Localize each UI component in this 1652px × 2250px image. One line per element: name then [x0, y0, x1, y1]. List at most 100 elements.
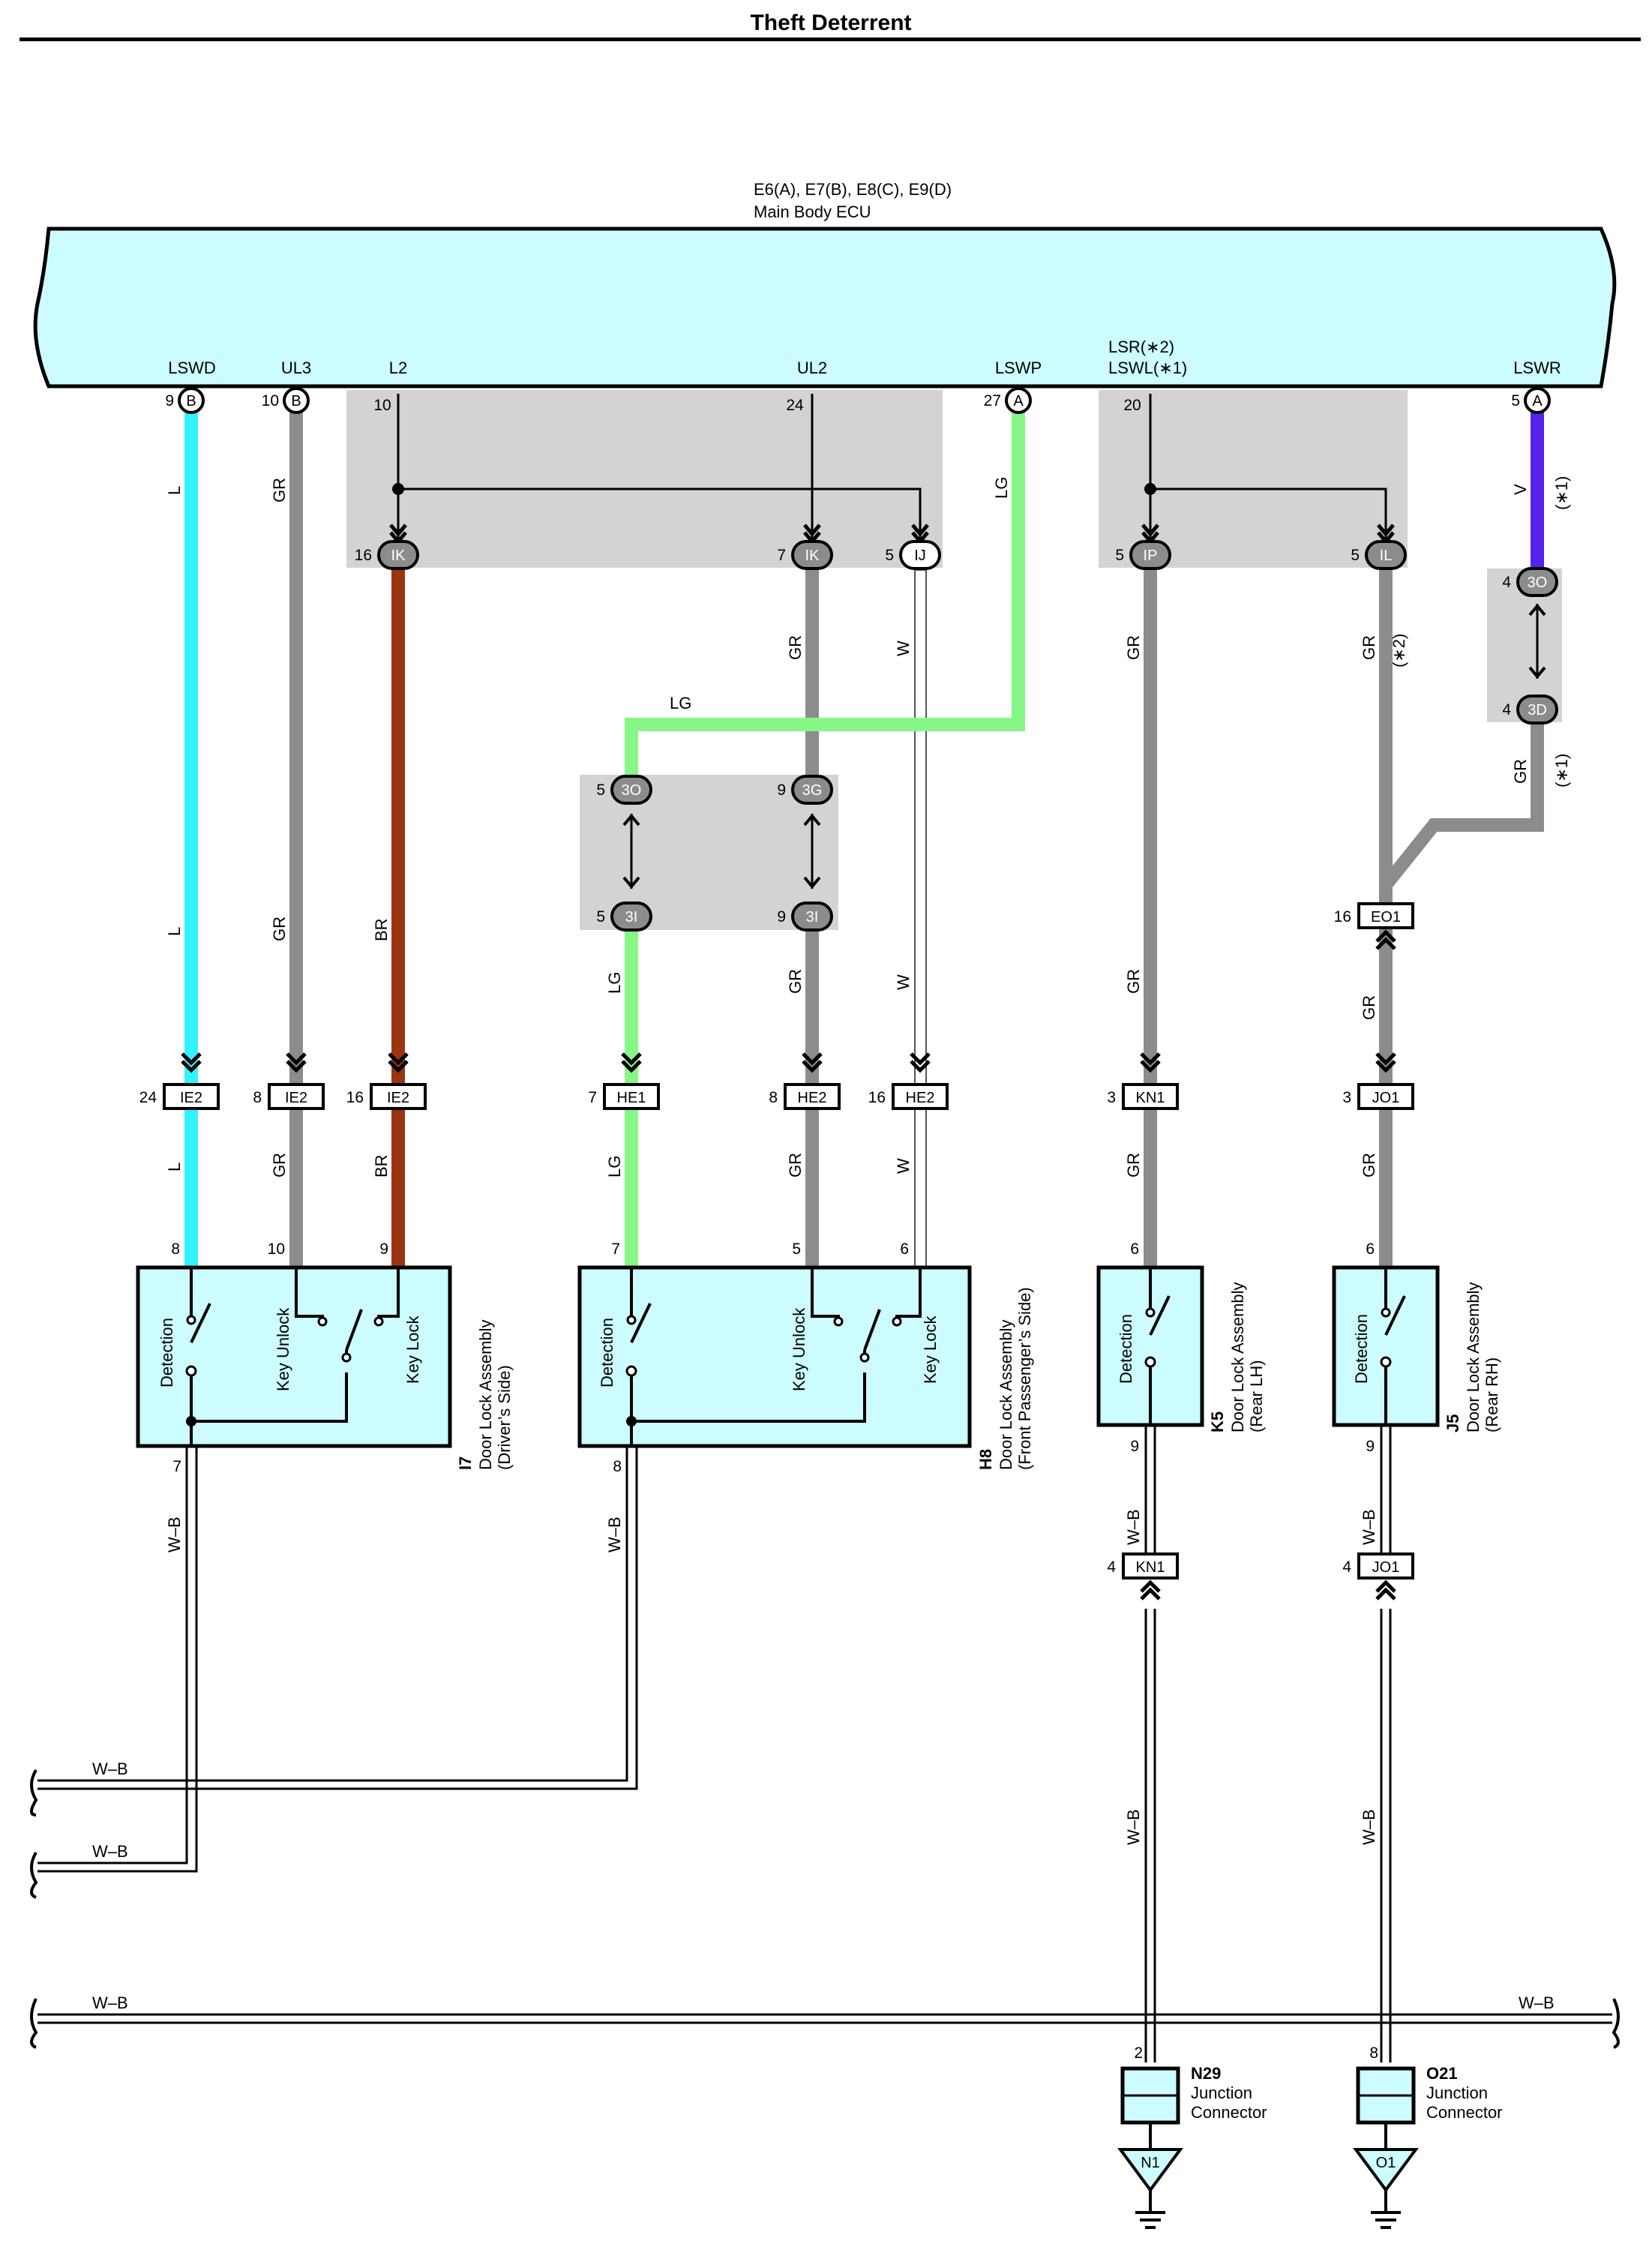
- oval-ik-16: [377, 540, 419, 570]
- connector-kn1-4: [1122, 1552, 1179, 1580]
- door-lock-front-passenger: 7 5 6 8 Detection Key Unlock Key Lock H8…: [577, 1240, 1034, 1475]
- oval-3d-4: [1516, 694, 1558, 724]
- ecu-pin-b-9: [178, 387, 205, 414]
- connector-ie2-16: [370, 1083, 427, 1110]
- svg-text:9: 9: [777, 908, 786, 926]
- svg-text:7: 7: [777, 547, 786, 564]
- svg-text:3I: 3I: [625, 909, 638, 926]
- svg-text:Detection: Detection: [598, 1318, 616, 1388]
- terminal-ul2: UL2: [797, 358, 827, 377]
- svg-text:EO1: EO1: [1371, 909, 1401, 926]
- svg-text:H8: H8: [976, 1449, 995, 1470]
- svg-text:(Driver’s Side): (Driver’s Side): [495, 1365, 514, 1470]
- svg-text:KN1: KN1: [1136, 1559, 1165, 1576]
- oval-3o-4: [1516, 567, 1558, 597]
- svg-text:W–B: W–B: [165, 1516, 184, 1552]
- svg-text:W: W: [894, 1158, 913, 1174]
- svg-text:Key Unlock: Key Unlock: [790, 1307, 808, 1391]
- svg-text:5: 5: [1511, 392, 1520, 410]
- terminal-lswl: LSWL(∗1): [1108, 358, 1187, 377]
- svg-text:(∗1): (∗1): [1552, 476, 1571, 510]
- svg-text:8: 8: [769, 1089, 778, 1106]
- svg-text:Door Lock Assembly: Door Lock Assembly: [997, 1319, 1015, 1470]
- terminal-ul3: UL3: [281, 358, 311, 377]
- svg-text:Connector: Connector: [1426, 2103, 1503, 2122]
- svg-text:3: 3: [1107, 1089, 1116, 1106]
- svg-text:5: 5: [885, 547, 894, 564]
- svg-text:8: 8: [1369, 2044, 1378, 2062]
- svg-text:Door Lock Assembly: Door Lock Assembly: [476, 1319, 495, 1470]
- svg-text:5: 5: [1351, 547, 1360, 564]
- svg-text:O21: O21: [1426, 2064, 1458, 2083]
- svg-text:IJ: IJ: [914, 548, 926, 564]
- svg-text:GR: GR: [270, 916, 289, 941]
- connector-he1-7: [603, 1083, 660, 1110]
- door-lock-rear-lh: 6 9 Detection K5 Door Lock Assembly (Rea…: [1096, 1240, 1266, 1455]
- svg-text:5: 5: [596, 782, 605, 799]
- svg-text:LG: LG: [605, 972, 624, 994]
- oval-3o-5: [610, 775, 652, 805]
- svg-text:4: 4: [1342, 1558, 1351, 1576]
- connector-eo1-16: [1357, 902, 1414, 929]
- svg-text:GR: GR: [1360, 635, 1378, 660]
- svg-text:GR: GR: [1124, 1153, 1143, 1178]
- connector-he2-16: [892, 1083, 949, 1110]
- svg-text:Key Lock: Key Lock: [403, 1316, 422, 1384]
- main-body-ecu: [33, 226, 1617, 388]
- svg-text:L: L: [165, 927, 184, 936]
- svg-text:W–B: W–B: [605, 1516, 624, 1552]
- svg-text:W: W: [894, 974, 913, 990]
- svg-text:9: 9: [165, 392, 174, 410]
- svg-text:GR: GR: [270, 1153, 289, 1178]
- svg-text:(Rear RH): (Rear RH): [1483, 1358, 1501, 1432]
- svg-text:16: 16: [868, 1089, 886, 1106]
- svg-text:Detection: Detection: [1117, 1314, 1135, 1384]
- connector-jo1-3: [1357, 1083, 1414, 1110]
- oval-3i-5: [610, 902, 652, 932]
- svg-text:GR: GR: [1124, 635, 1143, 660]
- svg-text:W–B: W–B: [92, 1994, 128, 2012]
- svg-text:GR: GR: [1360, 1153, 1378, 1178]
- svg-text:V: V: [1511, 484, 1530, 495]
- svg-text:9: 9: [1130, 1438, 1139, 1455]
- svg-text:W–B: W–B: [1124, 1809, 1143, 1845]
- terminal-l2: L2: [389, 358, 407, 377]
- ecu-pin-lsr: 20: [1123, 397, 1141, 414]
- svg-text:(Front Passenger’s Side): (Front Passenger’s Side): [1015, 1287, 1034, 1470]
- svg-text:IE2: IE2: [387, 1090, 409, 1106]
- ground-wires: [37, 1425, 1612, 2062]
- svg-text:O1: O1: [1376, 2155, 1396, 2171]
- wire-l2-bus: [397, 394, 922, 544]
- svg-text:A: A: [1013, 393, 1024, 410]
- connector-jo1-4: [1357, 1552, 1414, 1580]
- svg-text:16: 16: [355, 547, 372, 564]
- svg-text:Door Lock Assembly: Door Lock Assembly: [1464, 1282, 1483, 1432]
- svg-text:W–B: W–B: [92, 1842, 128, 1861]
- connector-ie2-8: [268, 1083, 325, 1110]
- svg-text:3O: 3O: [622, 782, 642, 799]
- svg-text:3D: 3D: [1528, 702, 1547, 718]
- svg-text:HE1: HE1: [617, 1090, 646, 1106]
- svg-text:IL: IL: [1380, 548, 1393, 564]
- svg-text:Junction: Junction: [1191, 2084, 1252, 2102]
- svg-text:LG: LG: [670, 694, 691, 712]
- svg-text:6: 6: [1130, 1240, 1139, 1258]
- connector-ie2-24: [163, 1083, 220, 1110]
- svg-text:W–B: W–B: [1124, 1509, 1143, 1545]
- svg-text:GR: GR: [1124, 969, 1143, 994]
- svg-text:5: 5: [1115, 547, 1124, 564]
- svg-text:W–B: W–B: [92, 1760, 128, 1778]
- svg-text:GR: GR: [786, 969, 805, 994]
- svg-text:IK: IK: [391, 548, 406, 564]
- svg-text:W: W: [894, 640, 913, 656]
- svg-text:7: 7: [611, 1240, 620, 1258]
- svg-text:3: 3: [1342, 1089, 1351, 1106]
- ecu-codes: E6(A), E7(B), E8(C), E9(D): [754, 180, 952, 199]
- svg-text:GR: GR: [1360, 995, 1378, 1020]
- svg-text:24: 24: [139, 1089, 157, 1106]
- oval-3g-9: [791, 775, 833, 805]
- svg-text:5: 5: [792, 1240, 801, 1258]
- svg-text:10: 10: [262, 392, 279, 410]
- terminal-lswd: LSWD: [168, 358, 216, 377]
